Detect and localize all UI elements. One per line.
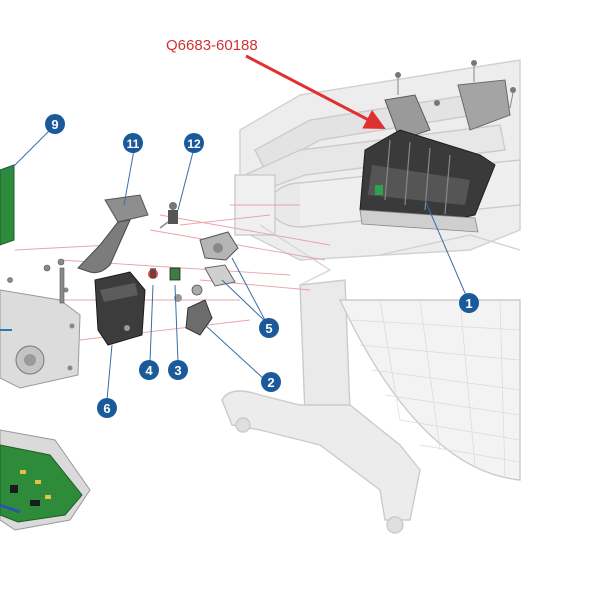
- leader-5a: [231, 257, 267, 323]
- leader-12: [177, 151, 194, 211]
- svg-text:12: 12: [187, 137, 201, 151]
- leader-9: [4, 129, 51, 176]
- leader-11: [123, 149, 135, 206]
- leader-4: [149, 284, 154, 363]
- svg-text:1: 1: [465, 296, 472, 311]
- callout-11: 11: [123, 133, 143, 153]
- arm-bracket-part: [77, 194, 149, 274]
- leader-2: [204, 324, 266, 381]
- callout-3: 3: [168, 360, 188, 380]
- svg-text:6: 6: [103, 401, 110, 416]
- small-screws-left: [7, 258, 65, 304]
- main-circuit-board: [0, 429, 91, 531]
- part-number-arrow: [245, 54, 386, 129]
- svg-text:11: 11: [127, 137, 140, 151]
- small-switch-part: [169, 267, 182, 302]
- leader-1: [424, 199, 469, 301]
- leader-6: [106, 344, 113, 401]
- leader-3: [174, 284, 179, 363]
- callout-4: 4: [139, 360, 159, 380]
- svg-text:9: 9: [51, 117, 58, 132]
- sensor-module-part: [185, 284, 213, 336]
- part-number-label: Q6683-60188: [166, 37, 258, 54]
- callout-leader-lines: [4, 129, 469, 401]
- callout-5: 5: [259, 318, 279, 338]
- callout-6: 6: [97, 398, 117, 418]
- motor-housing-part: [94, 271, 146, 346]
- leader-5b: [221, 279, 267, 323]
- callout-1: 1: [459, 293, 479, 313]
- gear-bracket-part: [199, 231, 239, 287]
- carriage-assembly-part: [359, 60, 516, 233]
- power-supply-part: [0, 287, 81, 389]
- svg-text:5: 5: [265, 321, 272, 336]
- svg-text:4: 4: [145, 363, 153, 378]
- spring-clip-part: [148, 268, 158, 279]
- callout-9: 9: [45, 114, 65, 134]
- callout-12: 12: [184, 133, 204, 153]
- callout-2: 2: [261, 372, 281, 392]
- svg-text:3: 3: [174, 363, 181, 378]
- screw-sensor-part: [159, 202, 178, 229]
- pcb-board-part: [0, 164, 15, 246]
- svg-text:2: 2: [267, 375, 274, 390]
